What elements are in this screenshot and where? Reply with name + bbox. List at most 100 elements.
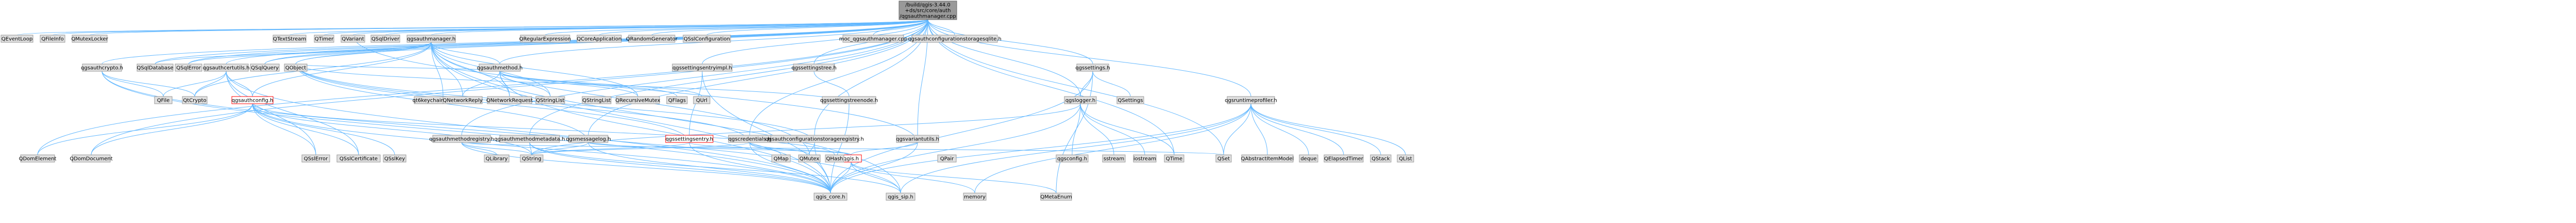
node-deque[interactable]: deque xyxy=(1299,154,1318,163)
node-QSqlError[interactable]: QSqlError xyxy=(175,63,202,72)
node-label: qgssettingstreenode.h xyxy=(820,98,878,104)
node-qgsauthmethodmetadata-h[interactable]: qgsauthmethodmetadata.h xyxy=(494,135,565,143)
node-QDomElement[interactable]: QDomElement xyxy=(19,154,57,163)
node-box xyxy=(1299,154,1318,163)
node-qgsauthconfigurationstorageregistry-h[interactable]: qgsauthconfigurationstorageregistry.h xyxy=(765,135,864,143)
node-QSqlDriver[interactable]: QSqlDriver xyxy=(370,35,400,43)
node-qgsauthcrypto-h[interactable]: qgsauthcrypto.h xyxy=(81,63,123,72)
node-qgsauthmethod-h[interactable]: qgsauthmethod.h xyxy=(477,63,523,72)
node-moc-qgsauthmanager[interactable]: moc_qgsauthmanager.cpp xyxy=(839,35,907,43)
node-iostream[interactable]: iostream xyxy=(1133,154,1157,163)
node-qgis-core-h[interactable]: qgis_core.h xyxy=(814,193,848,201)
node-QLibrary[interactable]: QLibrary xyxy=(484,154,510,163)
node-QStringList2[interactable]: QStringList xyxy=(535,96,565,104)
node-QElapsedTimer[interactable]: QElapsedTimer xyxy=(1324,154,1364,163)
node-qgsauthmanager-h[interactable]: qgsauthmanager.h xyxy=(406,35,456,43)
node-QFileInfo[interactable]: QFileInfo xyxy=(40,35,65,43)
dependency-edge xyxy=(37,103,253,155)
node-box xyxy=(432,135,491,143)
node-QVariant[interactable]: QVariant xyxy=(341,35,365,43)
dependency-edge xyxy=(499,71,831,194)
node-qgis-sip-h[interactable]: qgis_sip.h xyxy=(886,193,916,201)
node-label: QEventLoop xyxy=(2,37,33,42)
node-box xyxy=(814,193,848,201)
node-label: +ds/src/core/auth xyxy=(905,8,951,14)
node-qgssettings-h[interactable]: qgssettings.h xyxy=(1075,63,1110,72)
node-QDomDocument[interactable]: QDomDocument xyxy=(70,154,113,163)
node-QObject[interactable]: QObject xyxy=(284,63,308,72)
node-label: qgsauthmethodregistry.h xyxy=(429,137,494,142)
node-root[interactable]: /build/qgis-3.44.0+ds/src/core/auth/qgsa… xyxy=(899,1,957,20)
node-QtCrypto[interactable]: QtCrypto xyxy=(182,96,208,104)
node-QSslCertificate[interactable]: QSslCertificate xyxy=(336,154,381,163)
node-label: sstream xyxy=(1104,156,1124,162)
node-QList[interactable]: QList xyxy=(1397,154,1414,163)
node-qgsauthmethodregistry-h[interactable]: qgsauthmethodregistry.h xyxy=(429,135,494,143)
dependency-edge xyxy=(431,42,500,65)
dependency-edge xyxy=(431,42,831,194)
node-qgssettingstreenode-h[interactable]: qgssettingstreenode.h xyxy=(820,96,878,104)
node-qgsauthcertutils-h[interactable]: qgsauthcertutils.h xyxy=(203,63,250,72)
node-QSslConfiguration[interactable]: QSslConfiguration xyxy=(683,35,731,43)
node-QSqlDatabase[interactable]: QSqlDatabase xyxy=(137,63,174,72)
node-QStack[interactable]: QStack xyxy=(1370,154,1392,163)
node-QEventLoop[interactable]: QEventLoop xyxy=(1,35,33,43)
node-qgsconfig-h[interactable]: qgsconfig.h xyxy=(1056,154,1089,163)
node-QTimer[interactable]: QTimer xyxy=(314,35,334,43)
node-label: iostream xyxy=(1133,156,1156,162)
dependency-edge xyxy=(226,71,253,97)
node-qgssettingsentry-h[interactable]: qgssettingsentry.h xyxy=(665,135,714,143)
node-box xyxy=(175,63,202,72)
dependency-edge xyxy=(252,103,395,155)
node-QCoreApplication[interactable]: QCoreApplication xyxy=(577,35,622,43)
node-QSslError[interactable]: QSslError xyxy=(301,154,330,163)
node-QTextStream[interactable]: QTextStream xyxy=(273,35,307,43)
node-qgscredentials-h[interactable]: qgscredentials.h xyxy=(728,135,771,143)
dependency-edge xyxy=(431,42,463,97)
node-QHash[interactable]: QHash xyxy=(825,154,844,163)
node-box xyxy=(484,154,510,163)
node-label: QTime xyxy=(1166,156,1182,162)
node-box xyxy=(568,135,608,143)
node-qgsauthconfigurationstoragesqlite-h[interactable]: qgsauthconfigurationstoragesqlite.h xyxy=(908,35,1002,43)
node-box xyxy=(535,96,565,104)
node-QStringList[interactable]: QStringList xyxy=(582,96,612,104)
node-sstream[interactable]: sstream xyxy=(1102,154,1126,163)
node-QMetaEnum[interactable]: QMetaEnum xyxy=(1040,193,1072,201)
node-QFlags[interactable]: QFlags xyxy=(666,96,688,104)
node-QAbstractItemModel[interactable]: QAbstractItemModel xyxy=(1241,154,1294,163)
node-QNetworkRequest[interactable]: QNetworkRequest xyxy=(486,96,533,104)
node-qgssettingseventrymql-h[interactable]: qgssettingsentryimpl.h xyxy=(672,63,733,72)
dependency-edge xyxy=(431,42,901,194)
node-QSet[interactable]: QSet xyxy=(1215,154,1232,163)
node-QFile[interactable]: QFile xyxy=(154,96,173,104)
node-qgsauthconfig-h[interactable]: qgsauthconfig.h xyxy=(231,96,274,104)
node-QRecursiveMutex[interactable]: QRecursiveMutex xyxy=(615,96,660,104)
node-qgsvariantutils-h[interactable]: qgsvariantutils.h xyxy=(896,135,939,143)
node-QRandomGenerator[interactable]: QRandomGenerator xyxy=(626,35,678,43)
node-box xyxy=(20,154,55,163)
node-label: QMetaEnum xyxy=(1040,195,1072,200)
node-QNetworkReply[interactable]: QNetworkReply xyxy=(443,96,483,104)
node-label: QTimer xyxy=(315,37,334,42)
node-QUrl[interactable]: QUrl xyxy=(693,96,710,104)
node-QString[interactable]: QString xyxy=(520,154,544,163)
node-QRegularExpression[interactable]: QRegularExpression xyxy=(519,35,571,43)
node-box xyxy=(798,154,821,163)
dependency-edge xyxy=(1080,71,1093,97)
node-box xyxy=(1064,96,1097,104)
node-qgsmessagelog-h[interactable]: qgsmessagelog.h xyxy=(566,135,611,143)
node-QSettings[interactable]: QSettings xyxy=(1116,96,1144,104)
node-QSqlQuery[interactable]: QSqlQuery xyxy=(250,63,280,72)
node-QPair[interactable]: QPair xyxy=(937,154,957,163)
node-box xyxy=(1056,154,1089,163)
node-QMutex[interactable]: QMutex xyxy=(798,154,821,163)
node-qgsruntimeprofiler-h[interactable]: qgsruntimeprofiler.h xyxy=(1225,96,1277,104)
node-QTime[interactable]: QTime xyxy=(1164,154,1184,163)
node-qgslogger-h[interactable]: qgslogger.h xyxy=(1064,96,1097,104)
node-qgssettingstree-h[interactable]: qgssettingstree.h xyxy=(791,63,837,72)
node-QMap[interactable]: QMap xyxy=(771,154,791,163)
node-QMutexLocker[interactable]: QMutexLocker xyxy=(71,35,109,43)
node-QSslKey[interactable]: QSslKey xyxy=(383,154,406,163)
node-memory[interactable]: memory xyxy=(963,193,987,201)
